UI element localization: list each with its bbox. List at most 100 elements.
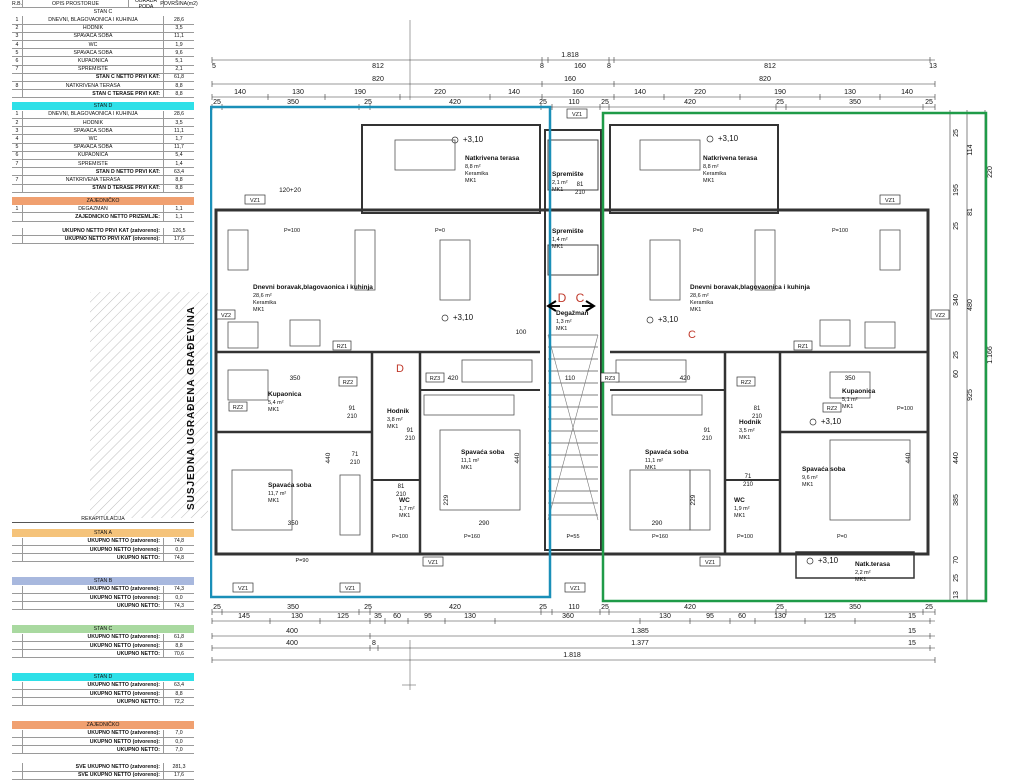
level-marker-icon <box>809 418 817 426</box>
header-povrsina: POVRŠINA(m2) <box>160 0 198 7</box>
kitchen-counter <box>615 359 687 383</box>
dim-right: 385 <box>953 494 960 506</box>
row-label: UKUPNO NETTO: <box>116 554 160 561</box>
outer-wall <box>214 208 930 556</box>
armchair <box>879 229 901 271</box>
stair-diagonal <box>547 334 599 521</box>
sill-label: P=100 <box>897 406 913 412</box>
dim-right: 1.166 <box>987 346 994 364</box>
door-label: 91 <box>349 406 356 412</box>
recap-row: UKUPNO NETTO (otvoreno):8,8 <box>12 642 194 651</box>
stan_c-title: STAN C <box>12 8 194 16</box>
dim-top-r3: 190 <box>774 89 786 96</box>
row-value: 11,7 <box>163 143 194 151</box>
recap-block-title: STAN D <box>12 673 194 682</box>
row-number: 1 <box>12 16 23 24</box>
neighbor-hatch <box>90 292 208 518</box>
recap-row: UKUPNO NETTO:70,6 <box>12 650 194 659</box>
row-number <box>12 90 23 98</box>
bedroom-d1-mat: MK1 <box>268 498 279 504</box>
stair-letter-d: D <box>558 291 567 305</box>
terrace-c-outline <box>609 124 779 214</box>
row-number <box>12 771 23 779</box>
bedroom-c2-area: 9,6 m² <box>802 475 818 481</box>
sill-label: P=160 <box>652 534 668 540</box>
row-value: 61,8 <box>163 633 194 641</box>
storage-1 <box>547 139 599 191</box>
row-number: 1 <box>12 110 23 118</box>
interior-dim: 350 <box>845 375 856 382</box>
dim-top-r1: 812 <box>372 63 384 70</box>
recap-row: UKUPNO NETTO (otvoreno):0,0 <box>12 738 194 747</box>
row-value: 74,3 <box>163 602 194 610</box>
terrace-c-area: 8,8 m² <box>703 164 719 170</box>
row-value: 74,8 <box>163 537 194 545</box>
header-obrada: OBRADA PODA <box>128 0 163 10</box>
zajednicko-title: ZAJEDNIČKO <box>12 196 194 205</box>
wardrobe <box>423 394 515 416</box>
window-tag-box <box>564 582 586 593</box>
dim-right: 25 <box>953 351 960 359</box>
overall-total-row: SVE UKUPNO NETTO (zatvoreno):281,3 <box>12 763 194 772</box>
recap-row: UKUPNO NETTO (zatvoreno):63,4 <box>12 681 194 690</box>
dim-bot-r4: 1.377 <box>631 640 649 647</box>
recap-row: UKUPNO NETTO (zatvoreno):7,0 <box>12 729 194 738</box>
dim-bot-r2: 60 <box>738 613 746 620</box>
bedroom-d2-area: 11,1 m² <box>461 458 479 464</box>
row-label: SVE UKUPNO NETTO (zatvoreno): <box>75 763 160 770</box>
dim-right: 25 <box>953 222 960 230</box>
element-tag-box <box>216 309 236 320</box>
row-number <box>12 633 23 641</box>
storage-2 <box>547 244 599 276</box>
row-value: 281,3 <box>163 763 194 771</box>
dim-top-r4: 350 <box>849 99 861 106</box>
row-number: 3 <box>12 127 23 135</box>
recap-row: UKUPNO NETTO:72,2 <box>12 698 194 707</box>
dim-top-r4: 420 <box>684 99 696 106</box>
dim-bot-r1: 25 <box>776 604 784 611</box>
row-label: HODNIK <box>82 25 104 32</box>
dim-top-r3: 140 <box>508 89 520 96</box>
sill-label: P=100 <box>392 534 408 540</box>
dim-bot-r1: 110 <box>568 604 579 611</box>
row-value: 63,4 <box>163 681 194 689</box>
row-label: SPAVAĆA SOBA <box>73 127 113 134</box>
door-label: 210 <box>752 414 763 420</box>
wc-c-area: 1,9 m² <box>734 506 750 512</box>
dim-bot-r3: 1.385 <box>631 628 649 635</box>
terrace-d-mat1: Keramika <box>465 171 489 177</box>
bedroom-c2-name: Spavaća soba <box>802 466 846 473</box>
row-label: SPREMIŠTE <box>78 160 108 167</box>
row-number: 4 <box>12 135 23 143</box>
dim-right: 114 <box>967 144 974 155</box>
row-number <box>12 690 23 698</box>
interior-dim: 120+20 <box>279 187 301 194</box>
element-tag: RZ2 <box>343 380 353 386</box>
dim-top-r3: 140 <box>234 89 246 96</box>
row-number: 1 <box>12 205 23 213</box>
window-tag: VZ1 <box>885 198 895 204</box>
row-number: 7 <box>12 160 23 168</box>
row-label: ZAJEDNIČKO NETTO PRIZEMLJE: <box>75 213 160 220</box>
bathroom-c-name: Kupaonica <box>842 388 876 395</box>
armchair <box>227 229 249 271</box>
armchair <box>227 321 259 349</box>
window-tag-box <box>879 194 901 205</box>
bathroom-d-mat: MK1 <box>268 407 279 413</box>
dim-bot-r1: 25 <box>539 604 547 611</box>
row-number <box>12 698 23 706</box>
level-marker-icon <box>646 316 654 324</box>
living-c-name: Dnevni boravak,blagovaonica i kuhinja <box>690 284 810 291</box>
interior-dim: 440 <box>514 452 521 463</box>
row-label: NATKRIVENA TERASA <box>65 82 121 89</box>
row-value: 3,5 <box>163 24 194 32</box>
stan_d-title: STAN D <box>12 102 194 111</box>
storage-2-name: Spremište <box>552 228 584 235</box>
dim-bot-r1: 25 <box>213 604 221 611</box>
unit-letter-c: C <box>688 329 696 341</box>
row-value: 17,6 <box>163 771 194 779</box>
total-row: ZAJEDNIČKO NETTO PRIZEMLJE:1,1 <box>12 213 194 222</box>
wc-d-mat: MK1 <box>399 513 410 519</box>
